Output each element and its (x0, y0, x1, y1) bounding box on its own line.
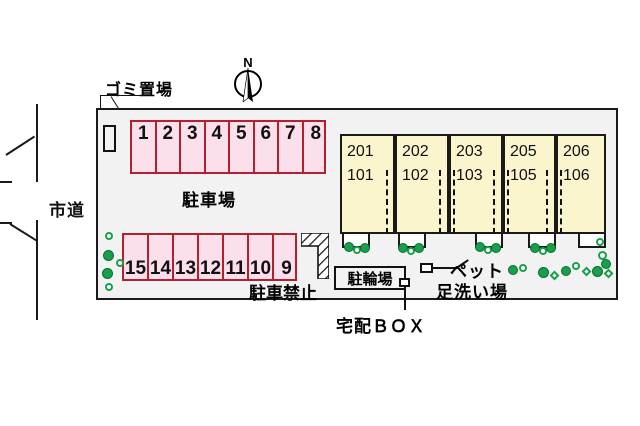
unit-number-lower: 101 (347, 167, 374, 184)
unit-number-lower: 102 (402, 167, 429, 184)
parking-stall[interactable]: 3 (181, 122, 206, 172)
parking-stall-number: 6 (260, 123, 272, 144)
shrub-icon (592, 266, 603, 277)
parking-stall[interactable]: 1 (132, 122, 157, 172)
compass-north-icon: N (228, 56, 268, 110)
pet-wash-label-line1: ペット (450, 262, 504, 281)
shrub-icon (116, 259, 124, 267)
shrub-icon (519, 264, 527, 272)
shrub-icon (414, 243, 424, 253)
unit-number-upper: 202 (402, 143, 429, 160)
stair-divider (560, 170, 572, 234)
parking-stall-number: 14 (149, 258, 172, 279)
unit-number-upper: 201 (347, 143, 374, 160)
hatched-no-parking-zone (301, 233, 329, 279)
parking-stall[interactable]: 4 (206, 122, 230, 172)
parking-stall-number: 13 (174, 258, 197, 279)
parking-stall-number: 1 (137, 123, 149, 144)
shrub-icon (491, 243, 501, 253)
unit-number-lower: 105 (510, 167, 537, 184)
unit-number-lower: 103 (456, 167, 483, 184)
stair-divider (546, 170, 558, 234)
parking-stall-number: 7 (284, 123, 296, 144)
garbage-leader-top (100, 95, 142, 96)
parking-stall[interactable]: 5 (230, 122, 255, 172)
shrub-icon (596, 238, 604, 246)
shrub-icon (105, 232, 113, 240)
parking-stall-number: 11 (225, 258, 246, 279)
parking-stall-number: 15 (124, 258, 147, 279)
road-edge-vertical-upper (36, 104, 38, 182)
parking-stall[interactable]: 11 (224, 235, 249, 279)
shrub-icon (105, 283, 113, 291)
garbage-leader-line (100, 95, 101, 109)
shrub-icon (508, 265, 518, 275)
compass-needle-icon (242, 68, 253, 102)
parking-stall[interactable]: 12 (199, 235, 224, 279)
pet-wash-icon[interactable] (420, 263, 433, 273)
stair-divider (507, 170, 519, 234)
apartment-building: 201 101 202 102 203 103 205 105 206 106 (340, 134, 606, 234)
parking-stall-number: 5 (235, 123, 247, 144)
parking-stall-number: 3 (186, 123, 198, 144)
shrub-icon (102, 268, 113, 279)
parking-stall[interactable]: 7 (279, 122, 304, 172)
road-label: 市道 (49, 201, 85, 220)
unit-block[interactable]: 201 101 (340, 134, 395, 234)
delivery-box-leader-line (404, 287, 406, 310)
garbage-area-box (103, 125, 116, 152)
compass-label: N (243, 55, 253, 70)
delivery-box-label: 宅配ＢＯＸ (336, 317, 426, 336)
parking-row-lower: 15 14 13 12 11 10 9 (122, 233, 297, 281)
stair-divider (453, 170, 465, 234)
road-branch-upper-diag (5, 135, 36, 156)
road-branch-upper-horizontal (0, 181, 12, 183)
shrub-icon (561, 266, 571, 276)
parking-stall-number: 10 (249, 258, 272, 279)
parking-stall[interactable]: 15 (124, 235, 149, 279)
unit-number-lower: 106 (563, 167, 590, 184)
parking-stall-number: 9 (281, 258, 292, 279)
unit-block[interactable]: 206 106 (556, 134, 606, 234)
stair-divider (439, 170, 451, 234)
unit-number-upper: 206 (563, 143, 590, 160)
parking-stall[interactable]: 2 (157, 122, 181, 172)
parking-stall-number: 4 (211, 123, 223, 144)
parking-stall[interactable]: 13 (174, 235, 199, 279)
stair-divider (386, 170, 398, 234)
shrub-icon (103, 250, 114, 261)
road-branch-lower-diag (9, 223, 38, 242)
unit-block[interactable]: 202 102 (395, 134, 449, 234)
road-branch-lower-horizontal (0, 222, 12, 224)
garbage-area-label: ゴミ置場 (105, 82, 174, 99)
delivery-box-icon[interactable] (399, 278, 410, 287)
shrub-icon (572, 262, 580, 270)
parking-stall-number: 2 (162, 123, 174, 144)
pet-wash-leader-line (433, 267, 457, 269)
parking-stall[interactable]: 9 (274, 235, 299, 279)
shrub-icon (546, 243, 556, 253)
bicycle-parking-box[interactable]: 駐輪場 (334, 266, 406, 290)
parking-stall[interactable]: 8 (304, 122, 329, 172)
shrub-icon (538, 267, 549, 278)
parking-stall[interactable]: 10 (249, 235, 274, 279)
parking-lot-label: 駐車場 (182, 191, 236, 210)
bicycle-parking-label: 駐輪場 (347, 270, 393, 288)
parking-stall[interactable]: 6 (255, 122, 279, 172)
pet-wash-label-line2: 足洗い場 (436, 283, 508, 302)
parking-stall-number: 12 (199, 258, 222, 279)
unit-number-upper: 205 (510, 143, 537, 160)
parking-row-upper: 1 2 3 4 5 6 7 8 (130, 120, 326, 174)
no-parking-label: 駐車禁止 (249, 284, 317, 303)
shrub-icon (360, 243, 370, 253)
stair-divider (493, 170, 505, 234)
unit-number-upper: 203 (456, 143, 483, 160)
parking-stall[interactable]: 14 (149, 235, 174, 279)
shrub-icon (601, 259, 611, 269)
road-edge-vertical-lower (36, 220, 38, 320)
parking-stall-number: 8 (310, 123, 322, 144)
